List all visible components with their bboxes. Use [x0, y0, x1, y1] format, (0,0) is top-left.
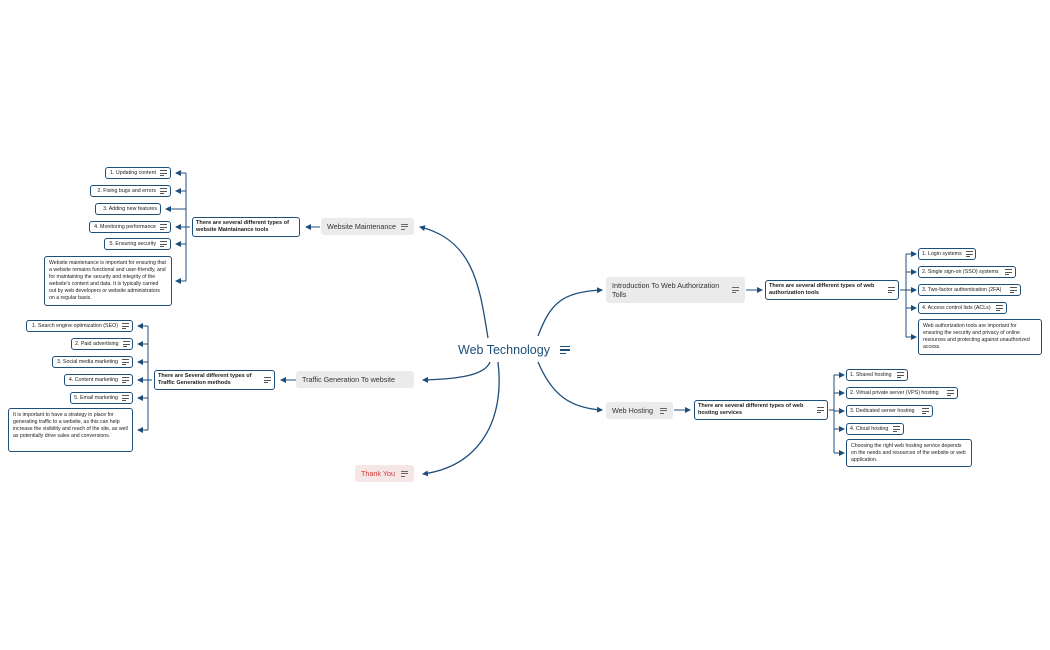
item-label: 1. Shared hosting — [850, 372, 892, 378]
notes-icon[interactable] — [996, 305, 1003, 311]
item-label: 1. Search engine optimization (SEO) — [32, 323, 118, 329]
item-label: 1. Updating content — [110, 170, 156, 176]
maintenance-item-2[interactable]: 2. Fixing bugs and errors — [90, 185, 171, 197]
notes-icon[interactable] — [264, 377, 271, 383]
item-label: 4. Content marketing — [68, 377, 118, 383]
maintenance-item-1[interactable]: 1. Updating content — [105, 167, 171, 179]
topic-label: Thank You — [361, 469, 395, 478]
notes-icon[interactable] — [947, 390, 954, 396]
topic-label: Website Maintenance — [327, 222, 396, 231]
item-label: 2. Single sign-on (SSO) systems — [922, 269, 999, 275]
topic-web-hosting[interactable]: Web Hosting — [606, 402, 673, 419]
subtopic-authorization-tools[interactable]: There are several different types of web… — [765, 280, 899, 300]
hosting-item-2[interactable]: 2. Virtual private server (VPS) hosting — [846, 387, 958, 399]
notes-icon[interactable] — [922, 408, 929, 414]
notes-icon[interactable] — [401, 223, 408, 230]
topic-label: Traffic Generation To website — [302, 375, 395, 384]
hosting-item-1[interactable]: 1. Shared hosting — [846, 369, 908, 381]
notes-icon[interactable] — [888, 287, 895, 293]
central-topic[interactable]: Web Technology — [458, 341, 570, 359]
authorization-item-3[interactable]: 3. Two-factor authentication (2FA) — [918, 284, 1021, 296]
maintenance-item-5[interactable]: 5. Ensuring security — [104, 238, 171, 250]
subtopic-traffic-methods[interactable]: There are Several different types of Tra… — [154, 370, 275, 390]
authorization-item-4[interactable]: 4. Access control lists (ACLs) — [918, 302, 1007, 314]
notes-icon[interactable] — [965, 251, 973, 257]
item-label: 3. Two-factor authentication (2FA) — [922, 287, 1002, 293]
item-label: 2. Virtual private server (VPS) hosting — [850, 390, 939, 396]
notes-icon[interactable] — [893, 426, 900, 432]
notes-icon[interactable] — [122, 377, 129, 383]
subtopic-label: There are several different types of web… — [196, 220, 289, 233]
topic-thank-you[interactable]: Thank You — [355, 465, 414, 482]
item-label: 4. Access control lists (ACLs) — [922, 305, 991, 311]
hosting-item-3[interactable]: 3. Dedicated server hosting — [846, 405, 933, 417]
item-label: 2. Paid advertising — [75, 341, 119, 347]
hosting-item-4[interactable]: 4. Cloud hosting — [846, 423, 904, 435]
notes-icon[interactable] — [122, 323, 129, 329]
maintenance-item-3[interactable]: 3. Adding new features — [95, 203, 161, 215]
notes-icon[interactable] — [897, 372, 904, 378]
item-label: 4. Cloud hosting — [850, 426, 889, 432]
topic-traffic-generation[interactable]: Traffic Generation To website — [296, 371, 414, 388]
notes-icon[interactable] — [122, 359, 129, 365]
topic-label: Web Hosting — [612, 406, 654, 415]
subtopic-label: There are several different types of web… — [698, 403, 804, 416]
hosting-note: Choosing the right web hosting service d… — [846, 439, 972, 467]
topic-label: Introduction To Web Authorization Tolls — [612, 281, 720, 299]
authorization-item-1[interactable]: 1. Login systems — [918, 248, 976, 260]
notes-icon[interactable] — [160, 241, 167, 247]
notes-icon[interactable] — [122, 341, 130, 347]
item-label: 3. Social media marketing — [57, 359, 118, 365]
maintenance-note: Website maintenance is important for ens… — [44, 256, 172, 306]
item-label: 3. Dedicated server hosting — [850, 408, 915, 414]
notes-icon[interactable] — [817, 407, 824, 413]
item-label: 3. Adding new features — [103, 206, 157, 212]
item-label: 4. Monitoring performance — [94, 224, 156, 230]
authorization-item-2[interactable]: 2. Single sign-on (SSO) systems — [918, 266, 1016, 278]
maintenance-item-4[interactable]: 4. Monitoring performance — [89, 221, 171, 233]
subtopic-hosting-services[interactable]: There are several different types of web… — [694, 400, 828, 420]
notes-icon[interactable] — [122, 395, 129, 401]
notes-icon[interactable] — [401, 470, 408, 477]
subtopic-label: There are Several different types of Tra… — [158, 373, 252, 386]
notes-icon[interactable] — [732, 287, 739, 293]
notes-icon[interactable] — [660, 407, 667, 414]
item-label: 1. Login systems — [922, 251, 962, 257]
traffic-note: It is important to have a strategy in pl… — [8, 408, 133, 452]
central-topic-label: Web Technology — [458, 343, 550, 357]
notes-icon[interactable] — [1010, 287, 1017, 293]
traffic-item-4[interactable]: 4. Content marketing — [64, 374, 133, 386]
item-label: 2. Fixing bugs and errors — [97, 188, 156, 194]
notes-icon[interactable] — [1005, 269, 1012, 275]
traffic-item-3[interactable]: 3. Social media marketing — [52, 356, 133, 368]
subtopic-label: There are several different types of web… — [769, 283, 875, 296]
topic-website-maintenance[interactable]: Website Maintenance — [321, 218, 414, 235]
item-label: 5. Ensuring security — [109, 241, 156, 247]
topic-web-authorization[interactable]: Introduction To Web Authorization Tolls — [606, 277, 745, 303]
traffic-item-5[interactable]: 5. Email marketing — [70, 392, 133, 404]
authorization-note: Web authorization tools are important fo… — [918, 319, 1042, 355]
subtopic-maintenance-tools[interactable]: There are several different types of web… — [192, 217, 300, 237]
item-label: 5. Email marketing — [74, 395, 118, 401]
notes-icon[interactable] — [160, 188, 167, 194]
traffic-item-2[interactable]: 2. Paid advertising — [71, 338, 133, 350]
notes-icon[interactable] — [160, 170, 167, 176]
notes-icon[interactable] — [160, 224, 167, 230]
traffic-item-1[interactable]: 1. Search engine optimization (SEO) — [26, 320, 133, 332]
notes-icon[interactable] — [559, 346, 570, 354]
